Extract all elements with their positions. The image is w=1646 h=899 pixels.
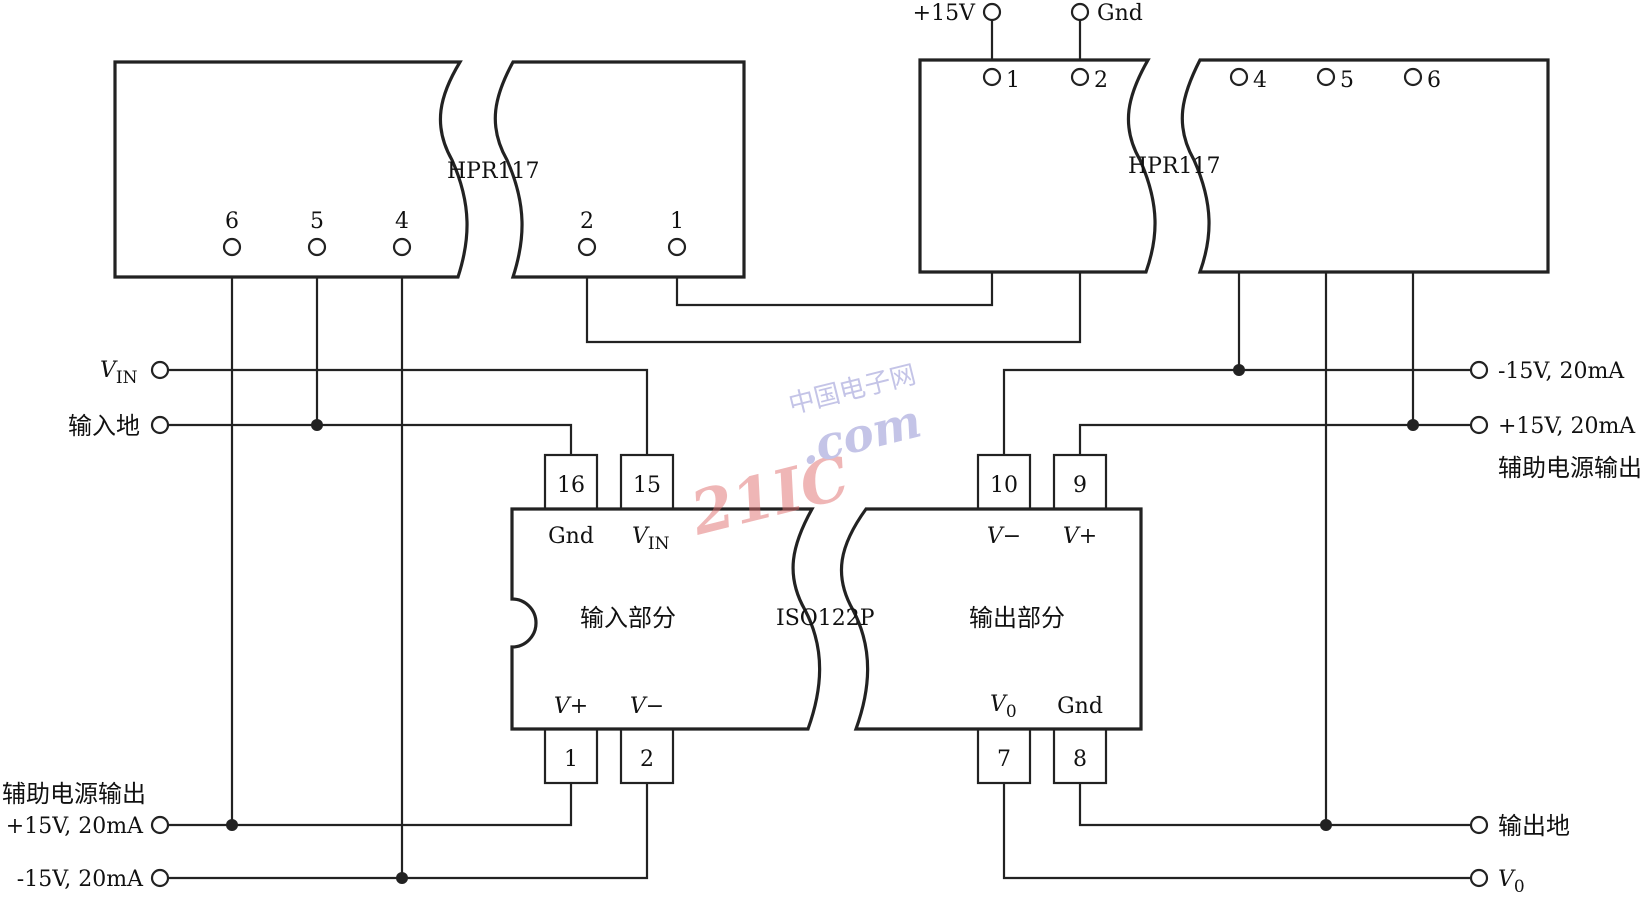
iso-pin-vin: VIN — [632, 524, 670, 554]
left-aux-title: 辅助电源输出 — [2, 780, 146, 808]
wire-iso-pin7 — [1002, 783, 1479, 880]
supply-gnd-terminal — [1070, 2, 1090, 22]
hpr117-right-pin1-label: 1 — [1006, 68, 1020, 93]
iso122p-label: ISO122P — [776, 606, 875, 631]
right-minus15-label: -15V, 20mA — [1498, 359, 1625, 384]
wire-vin — [160, 368, 649, 455]
left-minus15-label: -15V, 20mA — [17, 867, 144, 892]
iso-pin8-label: 8 — [1073, 747, 1087, 772]
wire-iso-pin2 — [160, 783, 649, 880]
iso-pin9-label: 9 — [1073, 473, 1087, 498]
hpr117-left-pin1-label: 1 — [670, 209, 684, 234]
hpr117-right-pin2-label: 2 — [1094, 68, 1108, 93]
hpr117-right-pin5 — [1316, 67, 1336, 87]
iso-pin10-box — [976, 453, 1032, 511]
junction-dot — [311, 419, 323, 431]
vin-terminal — [150, 360, 170, 380]
iso-pin2-label: 2 — [640, 747, 654, 772]
iso-pin-vplus-in: V+ — [554, 694, 588, 719]
supply-plus15-terminal — [982, 2, 1002, 22]
vo-label: V0 — [1498, 867, 1525, 897]
wire-iso-pin8 — [1078, 783, 1479, 827]
hpr117-right-body-a — [918, 58, 1157, 274]
right-minus15-terminal — [1469, 360, 1489, 380]
iso-pin7-label: 7 — [997, 747, 1011, 772]
iso-pin-vminus-out: V− — [987, 524, 1021, 549]
iso-pin-vplus-out: V+ — [1063, 524, 1097, 549]
wire-input-ground — [160, 423, 573, 455]
hpr117-right-body-b — [1180, 58, 1550, 274]
junction-dot — [1320, 819, 1332, 831]
wire-iso-pin1 — [232, 783, 573, 827]
right-aux-title: 辅助电源输出 — [1498, 454, 1642, 482]
iso-pin15-box — [619, 453, 675, 511]
hpr117-right-pin6-label: 6 — [1427, 68, 1441, 93]
output-ground-terminal — [1469, 815, 1489, 835]
iso-output-section-label: 输出部分 — [969, 604, 1065, 632]
iso-pin9-box — [1052, 453, 1108, 511]
wire-left-pin6 — [160, 247, 234, 827]
hpr117-left-body-b — [493, 60, 746, 279]
iso122p: 16 15 10 9 1 2 7 8 Gnd VIN V− V+ V+ V− V… — [510, 453, 1143, 785]
wire-right-minus15 — [1002, 368, 1479, 455]
iso-pin-vo: V0 — [990, 692, 1017, 722]
iso-output-body — [839, 507, 1143, 731]
junctions — [226, 364, 1419, 884]
iso-input-body — [510, 507, 822, 731]
hpr117-right-pin1 — [982, 67, 1002, 87]
wire-right-plus15 — [1078, 423, 1479, 455]
iso-pin16-label: 16 — [557, 473, 585, 498]
supply-plus15-label: +15V — [913, 1, 976, 26]
right-plus15-terminal — [1469, 415, 1489, 435]
right-terminals: -15V, 20mA +15V, 20mA 辅助电源输出 输出地 V0 — [1469, 359, 1642, 897]
vin-label: VIN — [100, 358, 138, 388]
junction-dot — [396, 872, 408, 884]
hpr117-left-pin2-label: 2 — [580, 209, 594, 234]
supply-gnd-label: Gnd — [1097, 1, 1143, 26]
hpr117-right-pin6 — [1403, 67, 1423, 87]
hpr117-left-pin1 — [667, 237, 687, 257]
left-plus15-terminal — [150, 815, 170, 835]
iso-pin-vminus-in: V− — [630, 694, 664, 719]
hpr117-right: HPR117 1 2 4 5 6 +15V Gnd — [913, 1, 1550, 274]
hpr117-left-pin6 — [222, 237, 242, 257]
iso-pin15-label: 15 — [633, 473, 661, 498]
right-plus15-label: +15V, 20mA — [1498, 414, 1636, 439]
junction-dot — [1407, 419, 1419, 431]
hpr117-left-pin5-label: 5 — [310, 209, 324, 234]
hpr117-left-body-a — [113, 60, 469, 279]
hpr117-left-pin4-label: 4 — [395, 209, 409, 234]
iso-pin10-label: 10 — [990, 473, 1018, 498]
hpr117-right-pin5-label: 5 — [1340, 68, 1354, 93]
hpr117-left-pin6-label: 6 — [225, 209, 239, 234]
hpr117-right-label: HPR117 — [1128, 154, 1221, 179]
input-ground-label: 输入地 — [68, 412, 140, 440]
hpr117-right-pin4 — [1229, 67, 1249, 87]
hpr117-right-pin2 — [1070, 67, 1090, 87]
iso-input-section-label: 输入部分 — [580, 604, 676, 632]
iso-pin-gnd-in: Gnd — [548, 524, 594, 549]
vo-terminal — [1469, 868, 1489, 888]
left-terminals: VIN 输入地 辅助电源输出 +15V, 20mA -15V, 20mA — [2, 358, 170, 892]
left-minus15-terminal — [150, 868, 170, 888]
iso-pin7-box — [976, 727, 1032, 785]
left-plus15-label: +15V, 20mA — [6, 814, 144, 839]
input-ground-terminal — [150, 415, 170, 435]
output-ground-label: 输出地 — [1498, 812, 1570, 840]
hpr117-left-pin2 — [577, 237, 597, 257]
junction-dot — [226, 819, 238, 831]
junction-dot — [1233, 364, 1245, 376]
hpr117-right-pin4-label: 4 — [1253, 68, 1267, 93]
iso-pin1-label: 1 — [564, 747, 578, 772]
hpr117-left-pin5 — [307, 237, 327, 257]
hpr117-left-label: HPR117 — [447, 159, 540, 184]
iso-pin-gnd-out: Gnd — [1057, 694, 1103, 719]
iso-pin1-box — [543, 727, 599, 785]
hpr117-left-pin4 — [392, 237, 412, 257]
hpr117-left: HPR117 6 5 4 2 1 — [113, 60, 746, 279]
